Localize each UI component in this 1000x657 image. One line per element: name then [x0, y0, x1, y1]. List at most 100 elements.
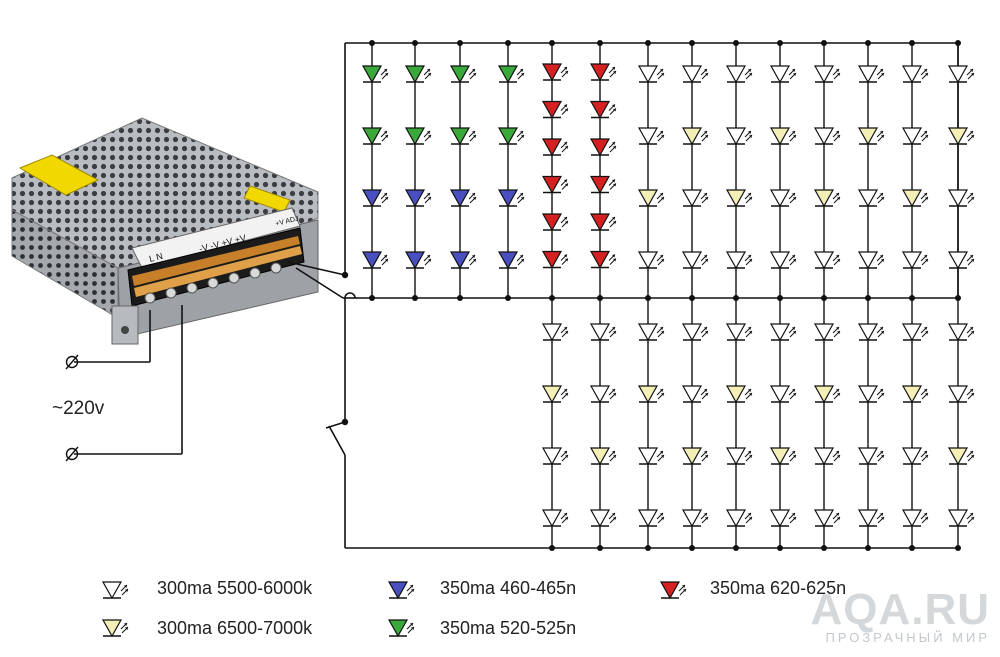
led-bottom-9-0: [947, 323, 975, 342]
junction-dot: [865, 545, 871, 551]
led-bottom-3-1: [681, 385, 709, 404]
legend-icon-red: [659, 581, 687, 600]
led-top-3-1: [497, 127, 525, 146]
led-bottom-0-3: [541, 509, 569, 528]
led-top-4-4: [541, 213, 569, 232]
led-top-2-1: [449, 127, 477, 146]
junctions: [341, 271, 349, 426]
junction-dot: [369, 295, 375, 301]
junction-dot: [865, 40, 871, 46]
led-top-13-1: [947, 127, 975, 146]
led-top-12-3: [901, 251, 929, 270]
led-top-13-3: [947, 251, 975, 270]
led-bottom-5-3: [769, 509, 797, 528]
junction-dot: [597, 545, 603, 551]
junction-dot: [457, 40, 463, 46]
led-top-0-1: [361, 127, 389, 146]
led-top-11-3: [857, 251, 885, 270]
led-top-0-0: [361, 65, 389, 84]
led-top-11-0: [857, 65, 885, 84]
led-strings: [361, 40, 975, 551]
terminal-copper: [132, 236, 300, 286]
led-top-5-0: [589, 63, 617, 82]
led-bottom-1-1: [589, 385, 617, 404]
led-top-5-5: [589, 250, 617, 269]
led-top-8-0: [725, 65, 753, 84]
led-top-5-4: [589, 213, 617, 232]
led-bottom-2-2: [637, 447, 665, 466]
led-top-9-1: [769, 127, 797, 146]
led-top-1-2: [404, 189, 432, 208]
ac-terminal-sublabel: (AC): [149, 263, 162, 272]
led-top-7-0: [681, 65, 709, 84]
legend-icon-green: [387, 619, 415, 638]
led-top-4-3: [541, 175, 569, 194]
led-bottom-6-3: [813, 509, 841, 528]
led-bottom-1-3: [589, 509, 617, 528]
led-top-2-3: [449, 251, 477, 270]
watermark-sub: ПРОЗРАЧНЫЙ МИР: [825, 630, 990, 645]
led-bottom-1-2: [589, 447, 617, 466]
led-bottom-7-0: [857, 323, 885, 342]
led-top-1-0: [404, 65, 432, 84]
led-bottom-4-0: [725, 323, 753, 342]
label-sticker-1: [18, 154, 100, 196]
ac-terminal-label: L N: [148, 251, 164, 264]
led-bottom-1-0: [589, 323, 617, 342]
legend-label-green: 350ma 520-525n: [440, 618, 577, 638]
led-top-9-3: [769, 251, 797, 270]
led-bottom-9-1: [947, 385, 975, 404]
watermark: AQA.RU ПРОЗРАЧНЫЙ МИР: [810, 588, 990, 646]
voltage-label: ~220v: [52, 398, 105, 419]
junction-dot: [821, 40, 827, 46]
led-top-2-0: [449, 65, 477, 84]
led-bottom-3-2: [681, 447, 709, 466]
junction-dot: [689, 40, 695, 46]
led-top-7-2: [681, 189, 709, 208]
led-top-8-2: [725, 189, 753, 208]
led-top-5-2: [589, 138, 617, 157]
led-top-6-3: [637, 251, 665, 270]
legend-label-warm: 300ma 6500-7000k: [157, 618, 313, 638]
led-bottom-4-2: [725, 447, 753, 466]
led-bottom-5-1: [769, 385, 797, 404]
led-top-8-3: [725, 251, 753, 270]
junction-dot: [909, 545, 915, 551]
led-top-13-0: [947, 65, 975, 84]
junction-dot: [549, 545, 555, 551]
terminal-label-plate: [131, 207, 301, 269]
led-top-1-1: [404, 127, 432, 146]
legend-label-red: 350ma 620-625n: [710, 578, 847, 598]
led-bottom-6-2: [813, 447, 841, 466]
led-top-12-2: [901, 189, 929, 208]
led-top-3-2: [497, 189, 525, 208]
led-bottom-3-3: [681, 509, 709, 528]
led-bottom-2-1: [637, 385, 665, 404]
ac-input-terminal-2: [65, 446, 79, 462]
junction-dot: [689, 545, 695, 551]
junction-dot: [645, 40, 651, 46]
junction-dot: [733, 40, 739, 46]
led-top-5-1: [589, 100, 617, 119]
led-bottom-0-2: [541, 447, 569, 466]
junction-dot: [777, 545, 783, 551]
led-top-3-3: [497, 251, 525, 270]
led-bottom-6-0: [813, 323, 841, 342]
junction-dot: [777, 40, 783, 46]
legend-label-blue: 350ma 460-465n: [440, 578, 577, 598]
legend-icon-white: [101, 581, 129, 600]
led-top-6-2: [637, 189, 665, 208]
led-top-1-3: [404, 251, 432, 270]
led-top-7-3: [681, 251, 709, 270]
terminal-copper-2: [134, 246, 302, 297]
junction-dot: [733, 545, 739, 551]
led-bottom-4-3: [725, 509, 753, 528]
led-top-11-2: [857, 189, 885, 208]
led-top-4-1: [541, 100, 569, 119]
led-top-12-0: [901, 65, 929, 84]
led-bottom-7-3: [857, 509, 885, 528]
junction-dot: [909, 40, 915, 46]
junction-dot: [821, 545, 827, 551]
led-top-12-1: [901, 127, 929, 146]
